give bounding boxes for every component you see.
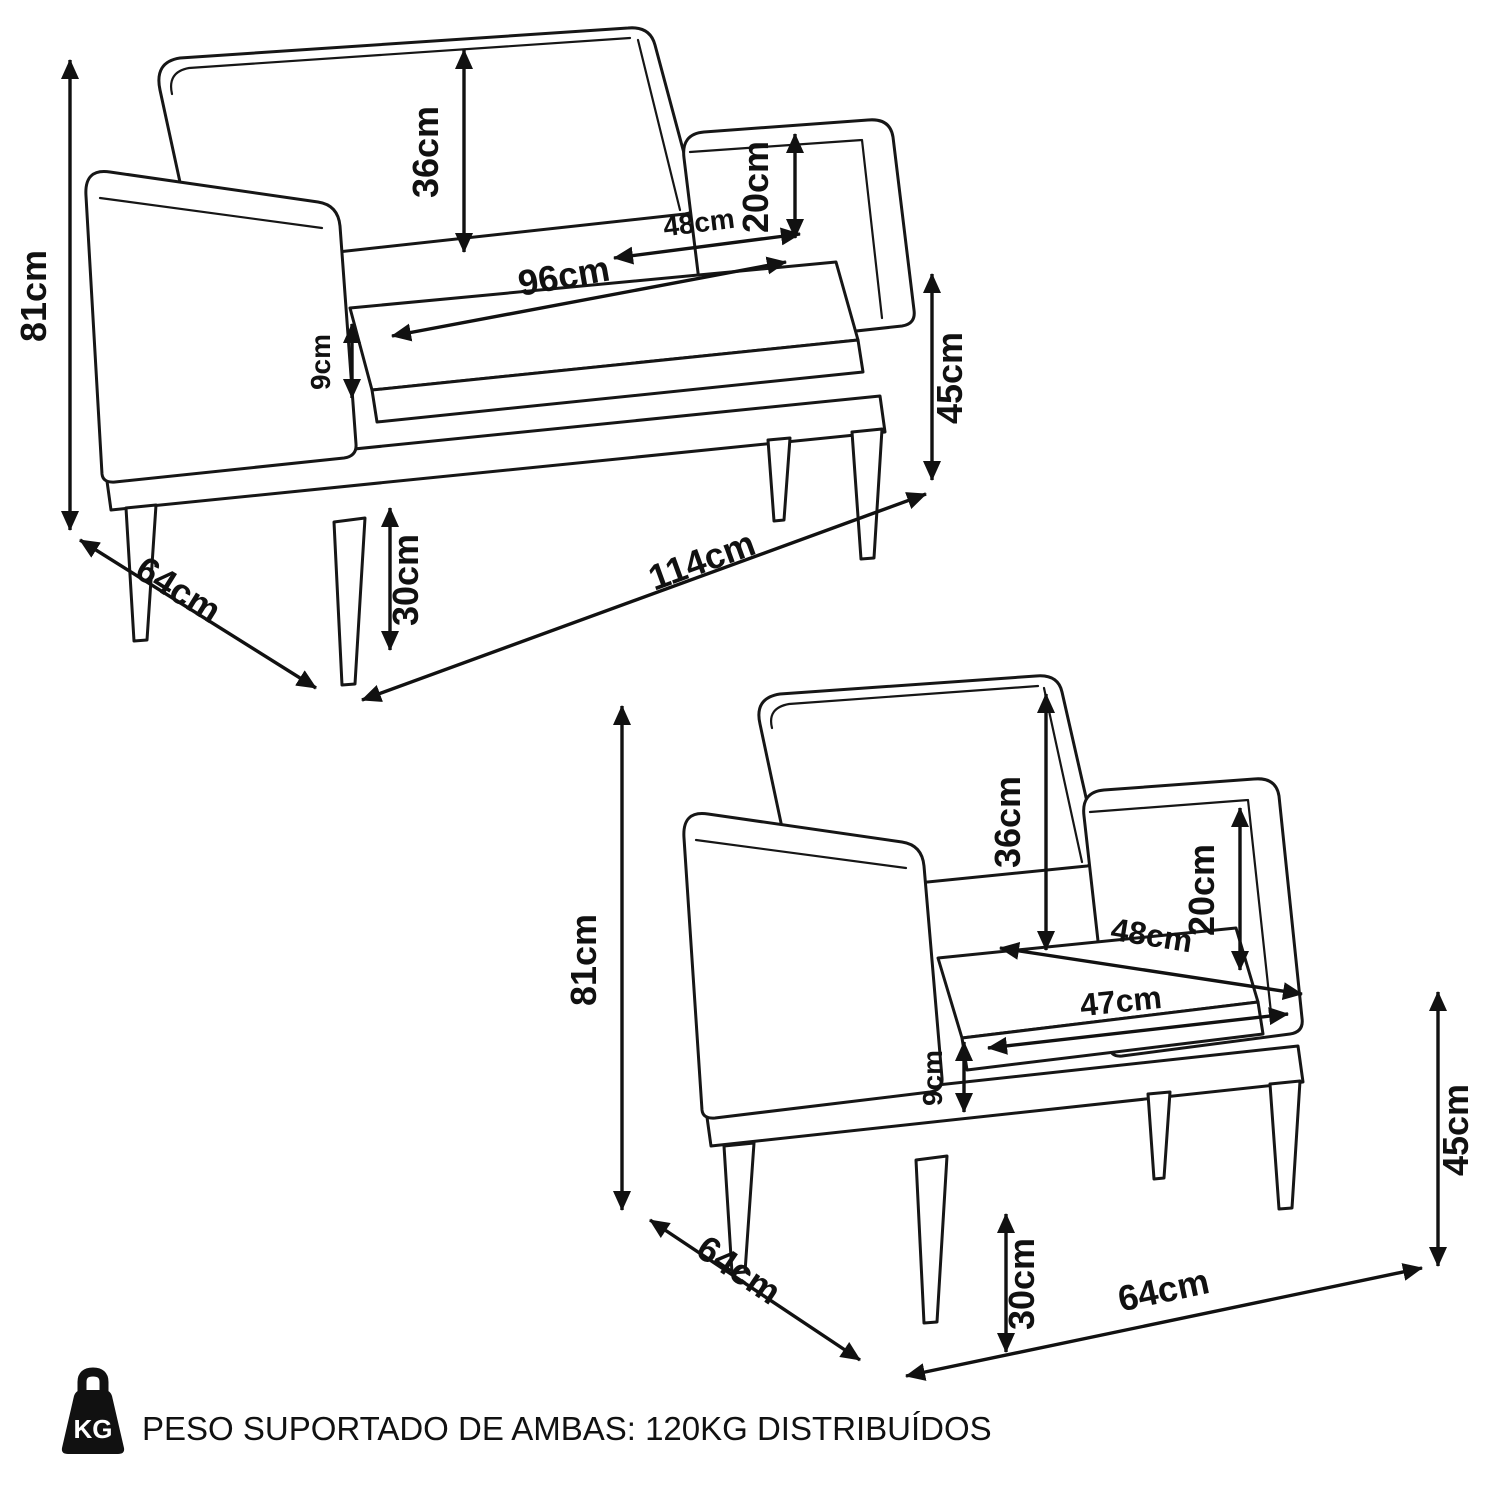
sofa-leg-height-label: 30cm [385, 534, 426, 626]
sofa-base-frame [104, 394, 887, 512]
armchair-backrest-inner-edge [770, 684, 1040, 730]
armchair-depth-arrow [649, 1218, 861, 1362]
armchair-front-leg [914, 1154, 949, 1325]
armchair-seat-width-arrow [987, 1007, 1289, 1055]
armchair-seat-thickness-label: 9cm [917, 1050, 948, 1106]
armchair-left-arm-inner-edge [694, 838, 908, 870]
sofa-right-leg [850, 427, 884, 561]
sofa-seat-height-label: 45cm [929, 332, 970, 424]
armchair-backrest-height-label: 36cm [987, 776, 1028, 868]
armchair-leg-height-label: 30cm [1001, 1238, 1042, 1330]
sofa-depth-arrow [79, 538, 317, 690]
armchair-seat-height-label: 45cm [1435, 1084, 1476, 1176]
armchair-seat-width-label: 47cm [1078, 979, 1163, 1023]
sofa-backrest-inner-edge [170, 36, 632, 96]
armchair-armrest-drop-label: 20cm [1181, 844, 1222, 936]
sofa-seat-depth-arrow [613, 227, 801, 265]
armchair-width-label: 64cm [1114, 1260, 1213, 1319]
sofa-seat-front [370, 338, 865, 424]
armchair-width-arrow [905, 1263, 1423, 1381]
sofa-width-arrow [361, 492, 927, 702]
weight-icon-label: KG [74, 1414, 113, 1444]
armchair-seat-depth-arrow [999, 941, 1303, 1001]
sofa-height-label: 81cm [13, 250, 54, 342]
armchair-left-arm-outline [682, 812, 944, 1120]
armchair-base-frame [704, 1044, 1305, 1148]
sofa-left-arm-inner-edge [98, 196, 324, 230]
sofa-right-arm-inner-edge [688, 138, 884, 320]
armchair-height-label: 81cm [563, 914, 604, 1006]
weight-icon [61, 1390, 125, 1454]
weight-icon-handle [77, 1367, 109, 1392]
sofa-drawing [84, 26, 916, 687]
sofa-width-label: 114cm [643, 522, 760, 598]
sofa-seat-thickness-label: 9cm [305, 334, 336, 390]
sofa-rear-leg [766, 436, 792, 523]
sofa-backrest-height-label: 36cm [405, 106, 446, 198]
sofa-left-arm-outline [84, 170, 358, 484]
armchair-rear-leg [1146, 1090, 1172, 1181]
footer-text: PESO SUPORTADO DE AMBAS: 120KG DISTRIBUÍ… [142, 1410, 992, 1447]
sofa-backrest-side-edge [636, 38, 682, 212]
sofa-armrest-drop-label: 20cm [735, 141, 776, 233]
armchair-right-leg [1268, 1079, 1302, 1211]
armchair-drawing [682, 674, 1305, 1325]
sofa-seat-width-arrow [391, 256, 787, 342]
footer: KG PESO SUPORTADO DE AMBAS: 120KG DISTRI… [61, 1367, 992, 1454]
sofa-front-leg [332, 516, 367, 687]
